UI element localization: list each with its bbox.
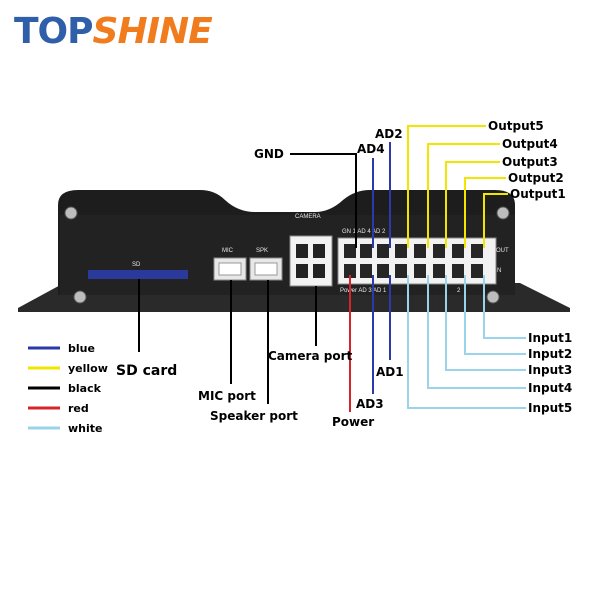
label-output1: Output1	[510, 187, 566, 201]
connector-pin	[360, 244, 372, 258]
connector-pin	[414, 264, 426, 278]
connector-pin	[344, 244, 356, 258]
mic-label: MIC	[222, 248, 234, 254]
device: SD MIC SPK CAMERA GN 1 AD 4 AD 2 Power A…	[18, 190, 570, 312]
connector-bottom-text: Power AD 3 AD 1	[340, 288, 387, 294]
connector-pin	[471, 264, 483, 278]
connector-num-text: 2	[457, 288, 461, 294]
connector-pin	[471, 244, 483, 258]
connector-top-text: GN 1 AD 4 AD 2	[342, 229, 386, 235]
legend-label: black	[68, 382, 102, 395]
camera-title: CAMERA	[295, 214, 321, 220]
label-sd-card: SD card	[116, 363, 177, 379]
connector-pin	[414, 244, 426, 258]
wire-input4	[427, 275, 526, 389]
label-gnd: GND	[254, 147, 284, 161]
wire-output5	[407, 125, 486, 248]
screw-icon	[496, 206, 510, 220]
wire-output2	[464, 177, 506, 248]
label-input1: Input1	[528, 331, 572, 345]
label-camera-port: Camera port	[268, 349, 352, 363]
sd-slot-label: SD	[132, 262, 141, 268]
label-input2: Input2	[528, 347, 572, 361]
wire-input1	[483, 275, 526, 339]
label-output4: Output4	[502, 137, 558, 151]
mic-port-inner	[218, 262, 242, 276]
logo-part-top: TOP	[14, 11, 94, 52]
legend-label: blue	[68, 342, 95, 355]
screw-icon	[73, 290, 87, 304]
connector-pin	[344, 264, 356, 278]
legend-label: white	[68, 422, 102, 435]
connector-pin	[395, 244, 407, 258]
color-legend: blue yellow black red white	[28, 342, 108, 435]
camera-port	[289, 235, 333, 287]
wire-output1	[483, 193, 508, 248]
legend-label: red	[68, 402, 89, 415]
logo-part-shine: SHINE	[92, 11, 213, 52]
connector-pin	[452, 264, 464, 278]
label-ad4: AD4	[357, 142, 385, 156]
connector-pin	[377, 264, 389, 278]
connector-pin	[395, 264, 407, 278]
wire-output4	[427, 143, 500, 248]
sd-slot	[88, 270, 188, 279]
camera-pin	[296, 244, 308, 258]
legend-label: yellow	[68, 362, 108, 375]
camera-pin	[296, 264, 308, 278]
label-input4: Input4	[528, 381, 572, 395]
label-speaker-port: Speaker port	[210, 409, 298, 423]
wire-input3	[445, 275, 526, 371]
connector-out-text: OUT	[496, 248, 509, 254]
wire-gnd	[290, 153, 357, 248]
camera-pin	[313, 244, 325, 258]
spk-label: SPK	[256, 248, 268, 254]
label-output3: Output3	[502, 155, 558, 169]
connector-in-text: N	[497, 268, 501, 274]
connector-pin	[452, 244, 464, 258]
connector-pin	[360, 264, 372, 278]
label-input5: Input5	[528, 401, 572, 415]
label-ad2: AD2	[375, 127, 403, 141]
camera-pin	[313, 264, 325, 278]
wire-input2	[464, 275, 526, 355]
label-power: Power	[332, 415, 374, 429]
wire-output3	[445, 161, 500, 248]
connector-pin	[433, 244, 445, 258]
connector-pin	[433, 264, 445, 278]
label-input3: Input3	[528, 363, 572, 377]
speaker-port-inner	[254, 262, 278, 276]
label-output2: Output2	[508, 171, 564, 185]
screw-icon	[486, 290, 500, 304]
brand-logo: TOPSHINE	[14, 11, 213, 52]
connector-pins	[344, 244, 483, 278]
connector-pin	[377, 244, 389, 258]
label-mic-port: MIC port	[198, 389, 256, 403]
label-ad3: AD3	[356, 397, 384, 411]
label-ad1: AD1	[376, 365, 404, 379]
screw-icon	[64, 206, 78, 220]
wire-input5	[407, 275, 526, 409]
label-output5: Output5	[488, 119, 544, 133]
